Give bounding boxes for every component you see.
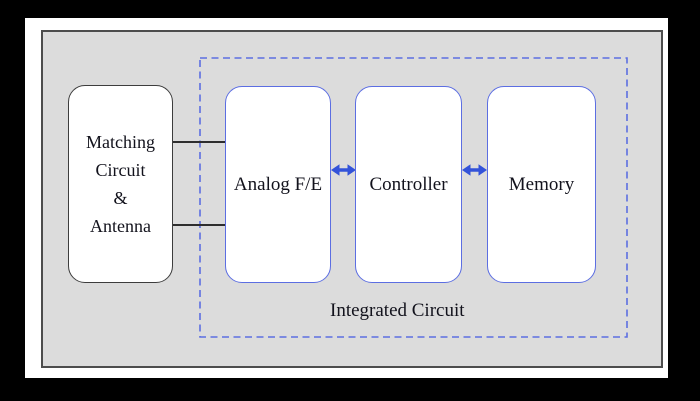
page-background: Integrated Circuit Matching Circuit & An… — [25, 18, 668, 378]
analog-fe-label: Analog F/E — [233, 173, 323, 195]
bidirectional-arrow-icon — [462, 163, 487, 177]
memory-label: Memory — [508, 173, 575, 195]
integrated-circuit-boundary — [199, 57, 628, 338]
bidirectional-arrow-icon — [331, 163, 356, 177]
integrated-circuit-label: Integrated Circuit — [330, 300, 465, 321]
connector-line-top — [173, 141, 225, 143]
analog-fe-block: Analog F/E — [225, 86, 331, 283]
controller-label: Controller — [369, 173, 448, 195]
controller-block: Controller — [355, 86, 462, 283]
diagram-panel: Integrated Circuit Matching Circuit & An… — [41, 30, 663, 368]
matching-circuit-antenna-label: Matching Circuit & Antenna — [86, 132, 155, 236]
connector-line-bottom — [173, 224, 225, 226]
memory-block: Memory — [487, 86, 596, 283]
matching-circuit-antenna-block: Matching Circuit & Antenna — [68, 85, 173, 283]
